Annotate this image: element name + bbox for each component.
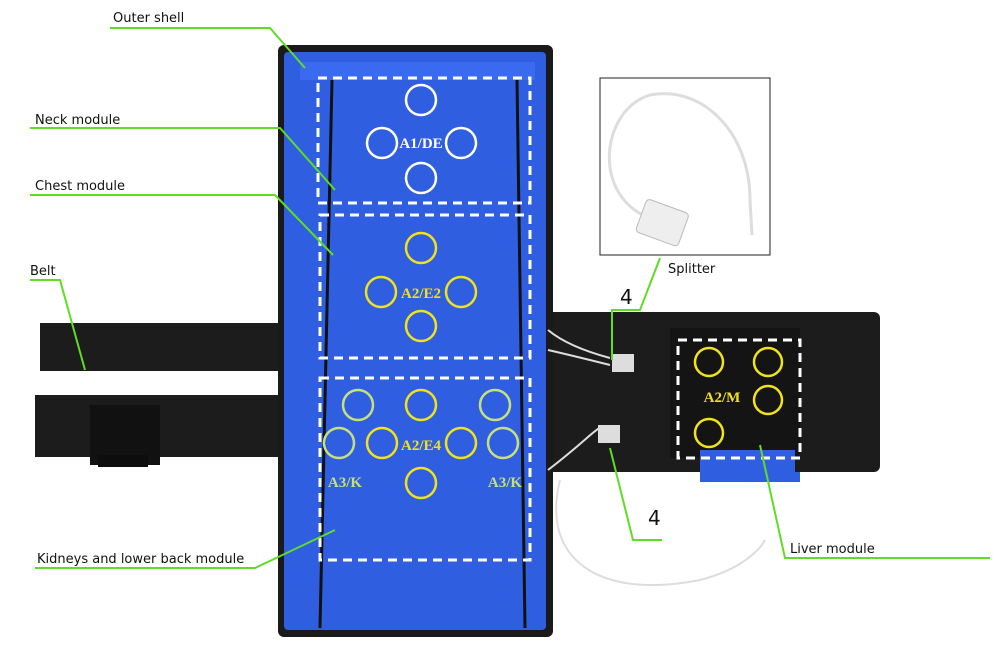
splitter-inset xyxy=(599,77,771,256)
kidney-electrodes xyxy=(322,388,520,460)
belt-right xyxy=(545,312,880,482)
chest-electrodes xyxy=(364,231,478,343)
label-neck-module: Neck module xyxy=(35,113,120,128)
label-outer-shell: Outer shell xyxy=(113,11,184,26)
label-chest-module: Chest module xyxy=(35,179,125,194)
label-liver-module: Liver module xyxy=(790,542,875,557)
belt-left xyxy=(35,323,320,467)
neck-electrodes xyxy=(365,83,478,195)
label-kidneys-module: Kidneys and lower back module xyxy=(37,552,244,567)
zone-neck-label: A1/DE xyxy=(399,136,442,152)
label-connector-upper: 4 xyxy=(620,285,633,309)
liver-electrodes xyxy=(693,346,784,449)
connector-upper xyxy=(612,354,634,372)
zone-chest-label: A2/E2 xyxy=(401,286,441,302)
connector-lower xyxy=(598,425,620,443)
label-splitter: Splitter xyxy=(668,262,716,277)
zone-lower-back-label: A2/E4 xyxy=(401,438,442,454)
leader-lines xyxy=(30,27,990,569)
label-connector-lower: 4 xyxy=(648,506,661,530)
zone-kidney-right-label: A3/K xyxy=(488,475,523,491)
lower-back-electrodes xyxy=(365,388,478,500)
cables xyxy=(547,329,766,587)
kidneys-module-outline xyxy=(318,376,532,562)
neck-module-outline xyxy=(316,76,532,205)
chest-module-outline xyxy=(318,213,532,360)
label-belt: Belt xyxy=(30,264,56,279)
zone-kidney-left-label: A3/K xyxy=(328,475,363,491)
zone-liver-label: A2/M xyxy=(704,390,741,406)
liver-module-outline xyxy=(676,338,802,460)
